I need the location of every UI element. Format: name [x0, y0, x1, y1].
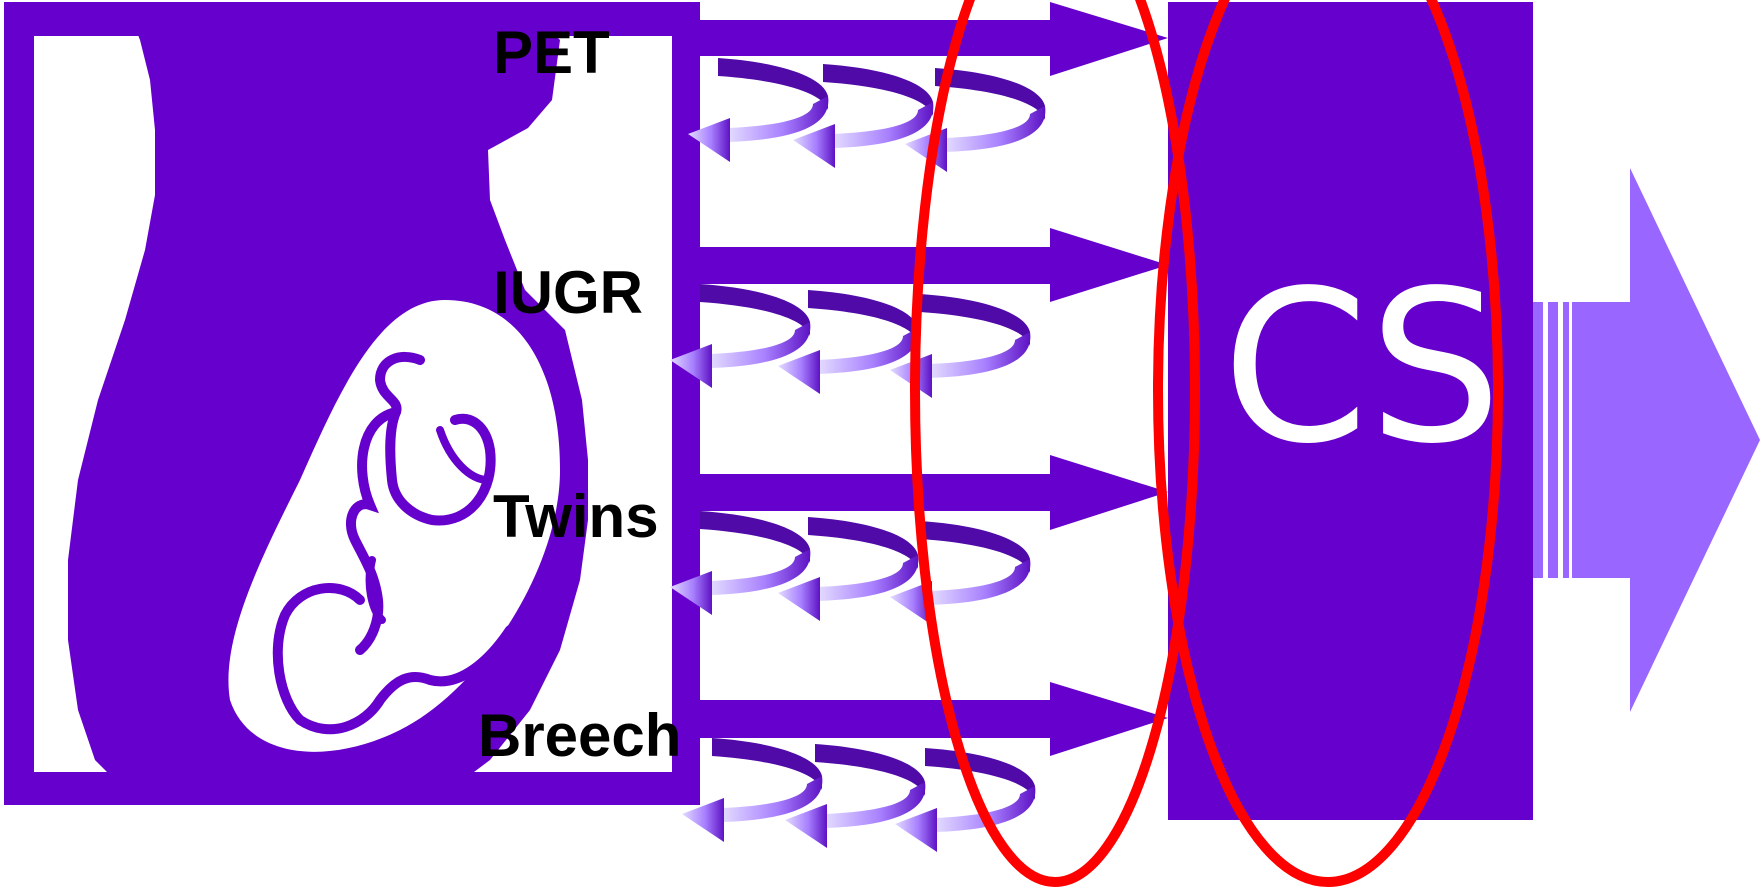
condition-label-breech: Breech	[478, 702, 681, 769]
pregnant-woman-fetus-icon	[4, 2, 700, 805]
condition-label-twins: Twins	[493, 483, 659, 550]
right-arrow-icon	[700, 228, 1168, 302]
condition-label-iugr: IUGR	[493, 259, 643, 326]
highlight-ring-right	[1153, 0, 1503, 887]
right-arrow-icon	[700, 682, 1168, 756]
big-right-arrow-icon	[1533, 168, 1760, 712]
highlight-ring-left	[910, 0, 1200, 887]
outcome-label: CS	[1222, 245, 1502, 490]
connector-arrows	[700, 2, 1168, 756]
right-arrow-icon	[700, 2, 1168, 76]
right-arrow-icon	[700, 455, 1168, 530]
condition-label-pet: PET	[493, 19, 610, 86]
